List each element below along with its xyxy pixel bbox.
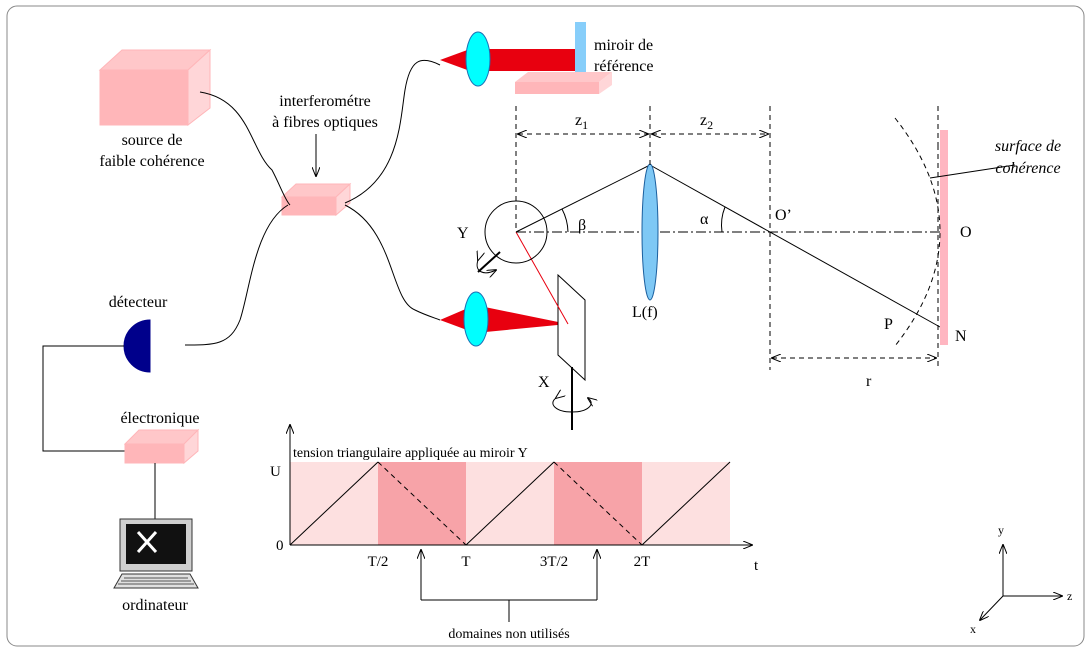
sample-beam [440, 305, 568, 333]
reference-beam [440, 49, 575, 71]
coherence-plane [940, 130, 948, 345]
source-label-1: source de [122, 132, 183, 149]
x-scan-mirror [557, 273, 586, 382]
alpha-arc [721, 206, 726, 233]
objective-lens [641, 163, 659, 301]
detector-label: détecteur [109, 294, 168, 311]
coherence-label-1: surface de [995, 138, 1061, 155]
electronics-label: électronique [120, 410, 199, 427]
source-label-2: faible cohérence [99, 153, 204, 170]
n-label: N [955, 328, 967, 345]
reference-lens [465, 31, 491, 87]
p-label: P [884, 316, 893, 333]
y-rotation-icon [477, 260, 496, 273]
source-box [98, 48, 212, 127]
coherence-label-2: cohérence [995, 160, 1060, 177]
o-prime-label: O’ [775, 207, 792, 224]
axis-z-label: z [1067, 589, 1072, 603]
ramp-dashed-0 [377, 461, 467, 546]
computer-icon [113, 518, 199, 589]
chart-xlabel: t [754, 558, 759, 574]
chart-title: tension triangulaire appliquée au miroir… [293, 446, 528, 461]
lens-label: L(f) [632, 304, 658, 321]
chart-tick-3: 2T [634, 554, 651, 570]
z1-label: z1 [575, 112, 588, 132]
axis-x-label: x [970, 622, 976, 636]
x-rotation-icon [552, 398, 591, 413]
alpha-label: α [700, 211, 709, 228]
fiber-coupler-box [280, 182, 352, 217]
computer-label: ordinateur [122, 597, 188, 614]
detector-wire [42, 345, 125, 452]
sample-lens [463, 291, 489, 347]
r-label: r [866, 373, 872, 390]
chart-origin-label: 0 [276, 538, 284, 554]
ramp-solid-1 [465, 461, 555, 546]
ramp-solid-0 [289, 461, 379, 546]
chart-tick-2: 3T/2 [540, 554, 568, 570]
reference-mirror-mount [515, 72, 612, 94]
chart-annotation: domaines non utilisés [448, 627, 569, 642]
reference-mirror [575, 22, 586, 74]
ramp-solid-2 [641, 461, 731, 546]
dimension-guides [515, 106, 939, 370]
optical-fibers [184, 59, 441, 346]
beta-label: β [578, 217, 586, 234]
chart-tick-0: T/2 [368, 554, 389, 570]
chart-tick-1: T [461, 554, 470, 570]
ray-paths [515, 164, 941, 328]
o-label: O [960, 224, 972, 241]
beta-arc [561, 208, 569, 233]
detector-icon [123, 319, 151, 373]
ramp-dashed-1 [553, 461, 643, 546]
z2-label: z2 [700, 112, 713, 132]
y-mirror-label: Y [457, 225, 469, 242]
x-mirror-label: X [538, 374, 550, 391]
interferometer-label-2: à fibres optiques [272, 114, 378, 131]
voltage-chart: tension triangulaire appliquée au miroir… [270, 425, 759, 642]
mirror-label-2: référence [594, 58, 654, 75]
axis-y-label: y [998, 523, 1004, 537]
mirror-label-1: miroir de [594, 37, 653, 54]
frame [6, 5, 1085, 647]
electronics-box [123, 428, 200, 465]
interferometer-label-1: interferométre [279, 93, 371, 110]
beam-x-to-y [515, 231, 569, 325]
xyz-axes [980, 545, 1062, 620]
chart-ylabel: U [270, 464, 281, 480]
coherence-pointer [929, 164, 1016, 179]
y-mirror-shaft [477, 251, 501, 273]
